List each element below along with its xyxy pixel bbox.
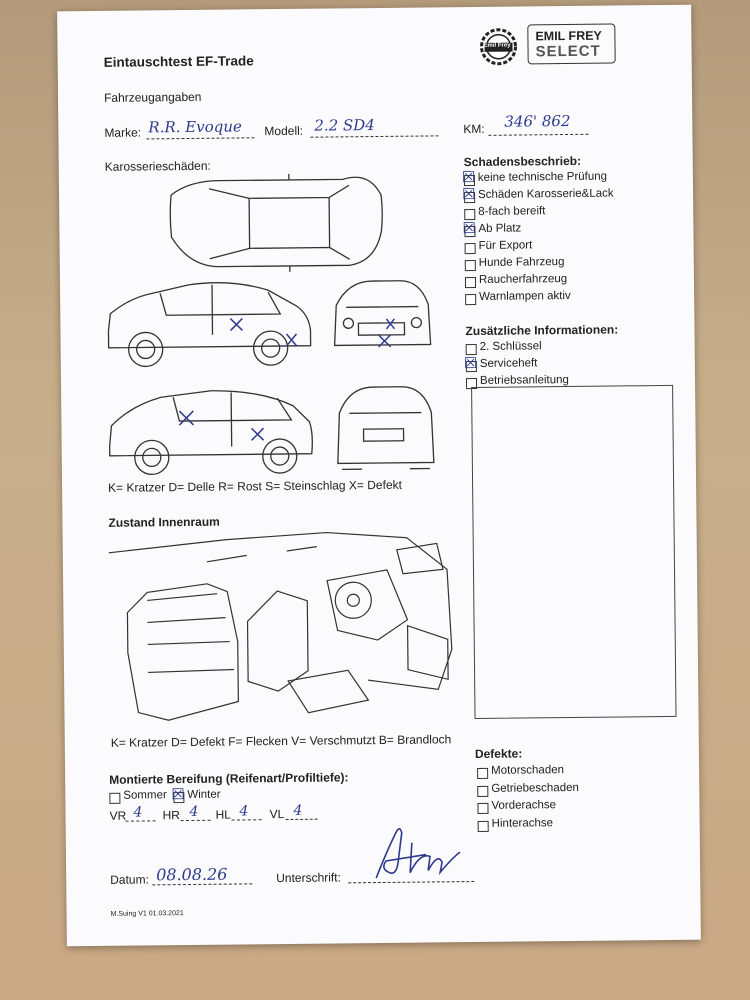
hl-label: HL (215, 807, 231, 822)
vr-value[interactable]: 4 (133, 804, 143, 821)
hr-line (180, 819, 211, 822)
defects-items-checkbox[interactable] (477, 767, 489, 779)
check-mark: ☒ (461, 184, 476, 204)
damage-description-list: ☒keine technische Prüfung☒Schäden Kaross… (57, 5, 691, 306)
defects-items-label: Vorderachse (491, 799, 557, 812)
damage_description-items-label: Raucherfahrzeug (478, 273, 568, 286)
km-value[interactable]: 346' 862 (504, 111, 571, 131)
modell-value[interactable]: 2.2 SD4 (314, 116, 375, 135)
interior-legend: K= Kratzer D= Defekt F= Flecken V= Versc… (110, 732, 452, 750)
damage_description-items-label: Warnlampen aktiv (479, 289, 571, 303)
damage-description-title: Schadensbeschrieb: (463, 153, 582, 170)
logo-line2: SELECT (535, 42, 601, 61)
datum-label: Datum: (110, 872, 149, 887)
brand-emblem: Emil Frey (473, 26, 523, 67)
defects-items-checkbox[interactable] (477, 785, 489, 797)
hl-line (231, 819, 262, 821)
defects-title: Defekte: (474, 746, 523, 762)
modell-label: Modell: (264, 123, 304, 139)
check-mark: ☒ (463, 353, 478, 373)
vr-label: VR (109, 808, 127, 823)
winter-check-mark: ☒ (171, 785, 185, 804)
notes-box[interactable] (471, 384, 677, 720)
additional_info-items-label: Serviceheft (479, 357, 538, 370)
tires-label: Montierte Bereifung (Reifenart/Profiltie… (109, 770, 349, 787)
modell-line (310, 135, 439, 138)
defects-items-checkbox[interactable] (477, 802, 489, 814)
defects-items-label: Hinterachse (491, 816, 554, 830)
defects-items-checkbox[interactable] (477, 820, 489, 832)
gear-logo-icon (480, 28, 518, 66)
interior-label: Zustand Innenraum (108, 514, 220, 530)
vl-label: VL (269, 807, 285, 822)
defects-items-label: Motorschaden (491, 764, 565, 777)
form-title: Eintauschtest EF-Trade (103, 53, 254, 70)
km-label: KM: (463, 121, 485, 137)
marke-value[interactable]: R.R. Evoque (148, 117, 242, 137)
hr-label: HR (162, 808, 180, 823)
footer-version: M.Suing V1 01.03.2021 (110, 910, 184, 918)
damage_description-items-label: Schäden Karosserie&Lack (478, 187, 614, 201)
damage_description-items-checkbox[interactable]: ☒ (462, 185, 476, 203)
check-mark: ☒ (461, 167, 476, 187)
damage_description-items-checkbox[interactable]: ☒ (462, 219, 476, 237)
datum-value[interactable]: 08.08.26 (156, 864, 228, 885)
vl-value[interactable]: 4 (293, 802, 303, 819)
marke-line (146, 137, 255, 140)
defects-items-label: Getriebeschaden (491, 781, 579, 795)
damage_description-items-label: 8-fach bereift (478, 205, 546, 218)
vl-line (285, 818, 318, 820)
form-sheet: Eintauschtest EF-Trade Emil Frey EMIL FR… (57, 4, 701, 947)
damage_description-items-label: Hunde Fahrzeug (478, 256, 565, 269)
marke-label: Marke: (104, 125, 142, 140)
winter-label: Winter (187, 788, 221, 802)
damage_description-items-checkbox[interactable] (464, 276, 477, 289)
logo-small-text: Emil Frey (483, 42, 511, 49)
km-line (488, 133, 589, 136)
car-interior-diagram (108, 531, 453, 721)
damage_description-items-checkbox[interactable] (464, 242, 476, 255)
handwritten-signature[interactable] (356, 822, 467, 883)
damage_description-items-checkbox[interactable] (464, 259, 476, 272)
damage_description-items-label: keine technische Prüfung (477, 170, 608, 184)
vehicle-section-label: Fahrzeugangaben (103, 89, 202, 105)
additional-info-title: Zusätzliche Informationen: (465, 322, 619, 339)
sommer-checkbox[interactable] (109, 792, 121, 804)
vr-line (125, 820, 156, 822)
body-damage-label: Karosserieschäden: (104, 158, 211, 174)
logo-line1: EMIL FREY (535, 28, 602, 44)
hr-value[interactable]: 4 (189, 803, 199, 821)
signature-label: Unterschrift: (276, 870, 341, 886)
damage_description-items-checkbox[interactable] (465, 293, 477, 306)
winter-checkbox[interactable]: ☒ (171, 785, 185, 803)
additional_info-items-label: 2. Schlüssel (479, 340, 542, 353)
damage_description-items-label: Für Export (478, 239, 533, 252)
brand-logo: EMIL FREY SELECT (527, 23, 616, 65)
additional_info-items-checkbox[interactable]: ☒ (464, 354, 478, 372)
sommer-label: Sommer (123, 789, 167, 802)
damage_description-items-label: Ab Platz (478, 222, 522, 235)
additional_info-items-label: Betriebsanleitung (479, 374, 569, 387)
check-mark: ☒ (462, 218, 476, 238)
car-body-diagram (107, 173, 435, 476)
hl-value[interactable]: 4 (239, 803, 249, 820)
